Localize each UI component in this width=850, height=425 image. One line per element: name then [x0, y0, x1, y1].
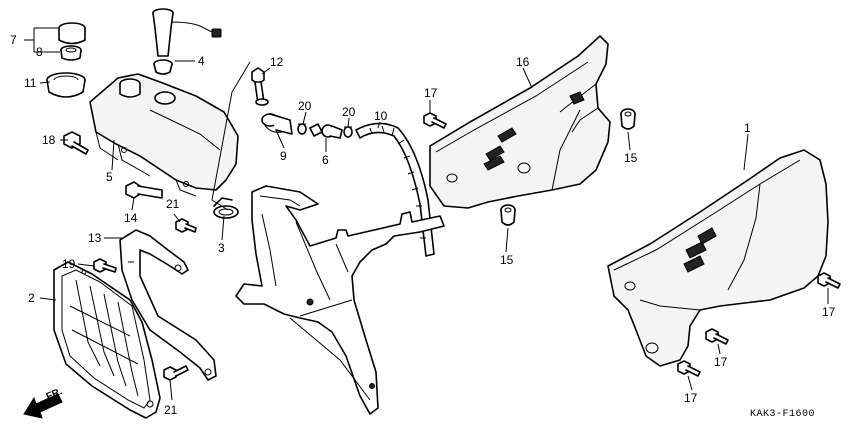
callout-6: 6: [322, 153, 329, 167]
callout-21-bottom: 21: [164, 403, 178, 417]
part-level-gauge: [152, 8, 222, 75]
part-filler-ring: [46, 72, 86, 98]
part-bolt-21-top: [175, 218, 197, 233]
callout-19: 19: [62, 257, 76, 271]
part-cap: [58, 22, 86, 45]
callout-16: 16: [516, 55, 530, 69]
part-grommet-15-bottom: [500, 204, 516, 226]
leader-lines: [24, 39, 829, 401]
callout-14: 14: [124, 211, 138, 225]
callout-15-top: 15: [624, 151, 638, 165]
part-hose-clip: [213, 197, 239, 219]
callout-12: 12: [270, 55, 284, 69]
callout-17-right: 17: [822, 305, 836, 319]
callout-15-bottom: 15: [500, 253, 514, 267]
callout-13: 13: [88, 231, 102, 245]
part-hose-fitting: [261, 113, 293, 135]
callout-labels: 7 8 11 4 18 5 3 14 21 13 19 2 21 12 9 20…: [10, 33, 836, 417]
part-bolt-17-bottom: [677, 360, 701, 377]
part-bracket: [119, 229, 217, 381]
front-arrow-icon: [23, 393, 63, 419]
part-grommet: [60, 45, 82, 61]
part-bolt-17-top: [423, 112, 447, 129]
callout-20-right: 20: [342, 105, 356, 119]
callout-4: 4: [198, 54, 205, 68]
callout-7: 7: [10, 33, 17, 47]
part-bolt-14: [125, 181, 163, 199]
front-direction-indicator: FR.: [23, 386, 64, 419]
callout-9: 9: [280, 149, 287, 163]
callout-2: 2: [28, 291, 35, 305]
callout-5: 5: [106, 170, 113, 184]
part-side-cover-upper: [429, 35, 611, 209]
part-bolt-21-bottom: [163, 365, 189, 381]
part-reservoir-tank: [89, 73, 239, 197]
bracket-12-9: [211, 61, 251, 211]
part-clip-20-left: [297, 123, 307, 135]
callout-3: 3: [218, 241, 225, 255]
callout-8: 8: [36, 45, 43, 59]
callout-17-mid: 17: [714, 355, 728, 369]
part-frame: [235, 185, 445, 415]
part-clip-20-right: [343, 126, 353, 138]
diagram-code: KAK3-F1600: [750, 409, 815, 420]
callout-18: 18: [42, 133, 56, 147]
callout-17-bottom: 17: [684, 391, 698, 405]
callout-11: 11: [24, 76, 37, 90]
callout-10: 10: [374, 109, 388, 123]
bracket-7-8: [28, 27, 60, 53]
callout-21-top: 21: [166, 197, 180, 211]
part-grille-frame: [53, 261, 161, 419]
callout-17-top: 17: [424, 86, 438, 100]
part-connector: [309, 123, 343, 139]
callout-1: 1: [744, 121, 751, 135]
part-bolt-12: [251, 67, 269, 106]
part-bolt-18: [63, 131, 89, 155]
part-grommet-15-top: [620, 108, 636, 130]
callout-20-left: 20: [298, 99, 312, 113]
part-bolt-19: [93, 258, 117, 273]
part-bolt-17-mid: [705, 328, 729, 345]
part-side-cover-lower: [607, 149, 829, 367]
part-bolt-17-right: [817, 272, 841, 289]
